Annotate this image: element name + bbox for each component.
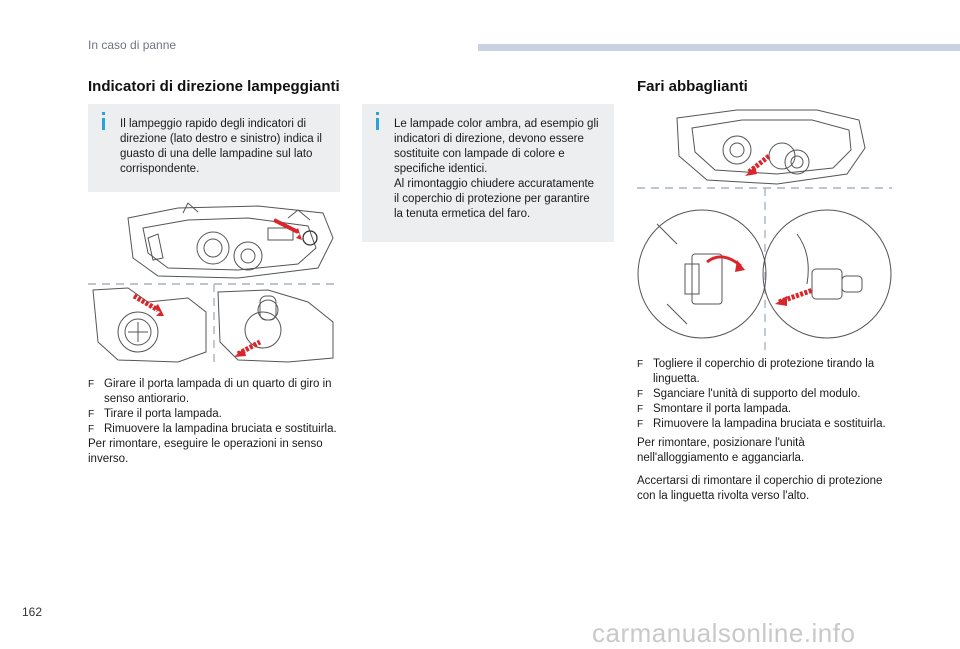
info-text-1: Le lampade color ambra, ad esempio gli i… [394, 118, 599, 175]
section-header: In caso di panne [88, 38, 177, 52]
step-marker-icon: F [88, 424, 95, 435]
section-title-high-beams: Fari abbaglianti [637, 78, 748, 95]
step-marker-icon: F [637, 389, 644, 400]
step-marker-icon: F [637, 359, 644, 370]
step-marker-icon: F [88, 409, 95, 420]
headlight-illustration-high-beam [637, 109, 892, 352]
dashed-separator [88, 283, 340, 366]
info-bar-icon [102, 112, 105, 115]
section-title-turn-signals: Indicatori di direzione lampeggianti [88, 78, 340, 95]
cover-note: Accertarsi di rimontare il coperchio di … [637, 475, 883, 502]
reassembly-note: Per rimontare, posizionare l'unità nell'… [637, 437, 805, 464]
step-marker-icon: F [637, 419, 644, 430]
page-number: 162 [22, 605, 43, 619]
headlight-illustration-turn-signal [127, 202, 334, 279]
info-bar-icon [376, 112, 379, 115]
info-bar-icon [102, 118, 105, 130]
info-box-amber-lamps: Le lampade color ambra, ad esempio gli i… [362, 104, 614, 242]
info-box-turn-signals: Il lampeggio rapido degli indicatori di … [88, 104, 340, 192]
info-text: Il lampeggio rapido degli indicatori di … [120, 118, 322, 175]
step-marker-icon: F [88, 379, 95, 390]
reassembly-note: Per rimontare, eseguire le operazioni in… [88, 438, 323, 465]
info-text-2: Al rimontaggio chiudere accuratamente il… [394, 178, 595, 220]
header-bar [478, 44, 960, 51]
step-marker-icon: F [637, 404, 644, 415]
watermark: carmanualsonline.info [592, 618, 856, 648]
info-bar-icon [376, 118, 379, 130]
